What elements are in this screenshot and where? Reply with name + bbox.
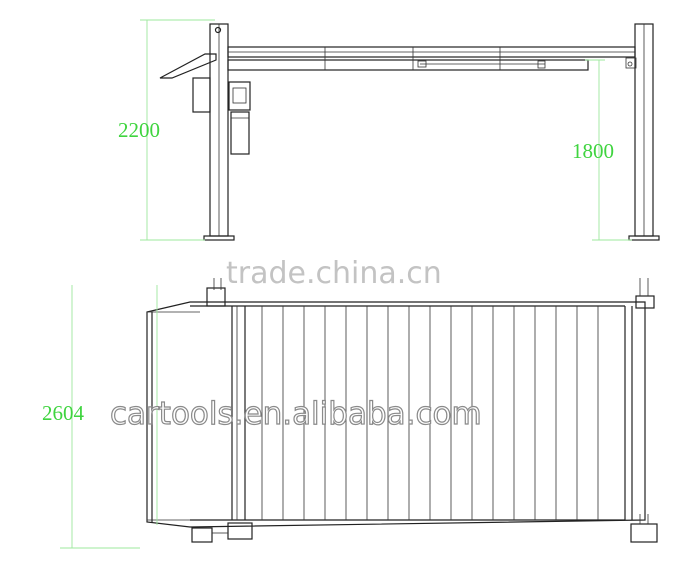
right-base-plate <box>628 235 660 241</box>
plan-left-column <box>206 287 226 307</box>
dimension-rail-height: 1800 <box>572 139 614 163</box>
plan-view: 2604 <box>42 278 658 549</box>
runway-side <box>227 59 589 71</box>
platform-outline <box>146 301 646 528</box>
front-elevation: 2200 1800 <box>118 19 660 241</box>
plan-right-foot <box>630 523 658 543</box>
deck-slats <box>261 306 599 520</box>
left-base-plate <box>203 235 235 241</box>
left-column-pulley <box>214 26 222 34</box>
dimension-front-height: 2200 <box>118 118 160 142</box>
dimension-width: 2604 <box>42 401 85 425</box>
watermark-cartools: cartools.en.alibaba.com <box>110 396 482 432</box>
pump-tank <box>230 111 250 155</box>
plan-motor <box>227 522 253 540</box>
motor <box>228 81 251 111</box>
left-ramp <box>159 53 217 79</box>
watermark-trade-china: trade.china.cn <box>226 256 442 291</box>
control-box <box>192 77 211 113</box>
